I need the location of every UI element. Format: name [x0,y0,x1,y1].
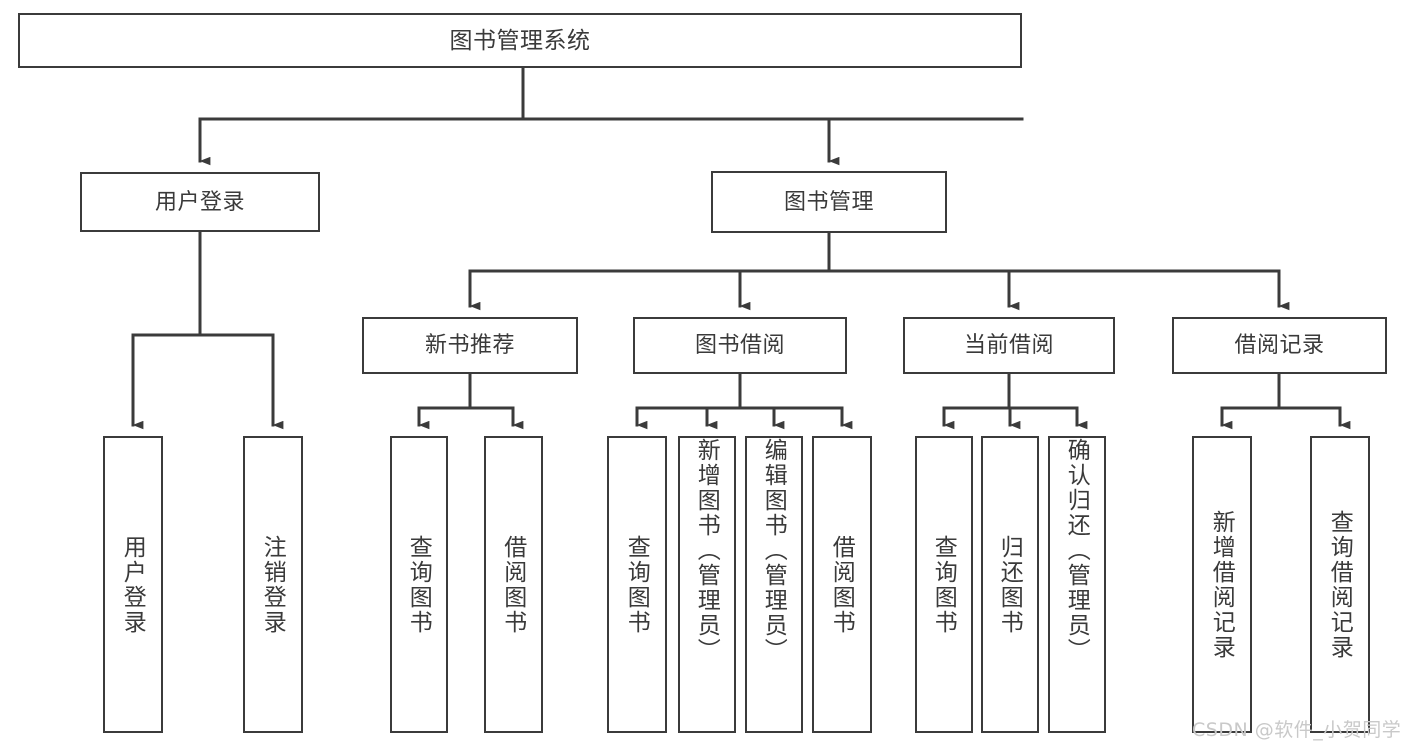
leaf-query-book-newbook[interactable]: 查询图书 [390,436,448,733]
node-user-login[interactable]: 用户登录 [80,172,320,232]
leaf-query-book-borrow[interactable]: 查询图书 [607,436,667,733]
node-book-borrow-label: 图书借阅 [694,332,785,358]
node-root-label: 图书管理系统 [449,26,591,53]
leaf-return-book[interactable]: 归还图书 [981,436,1039,733]
leaf-borrow-book-label: 借阅图书 [829,534,856,635]
leaf-query-book-borrow-label: 查询图书 [624,534,651,635]
leaf-confirm-return-admin[interactable]: 确认归还（管理员） [1048,436,1106,733]
leaf-query-borrow-record-label: 查询借阅记录 [1327,509,1354,660]
node-current-borrow[interactable]: 当前借阅 [903,317,1115,374]
leaf-borrow-book[interactable]: 借阅图书 [812,436,872,733]
leaf-query-book-current[interactable]: 查询图书 [915,436,973,733]
leaf-query-book-newbook-label: 查询图书 [406,534,433,635]
node-user-login-label: 用户登录 [154,188,245,214]
leaf-borrow-book-newbook-label: 借阅图书 [500,534,527,635]
leaf-add-borrow-record[interactable]: 新增借阅记录 [1192,436,1252,733]
leaf-add-book-admin[interactable]: 新增图书（管理员） [678,436,736,733]
leaf-edit-book-admin-label: 编辑图书（管理员） [761,438,788,663]
leaf-edit-book-admin[interactable]: 编辑图书（管理员） [745,436,803,733]
node-book-borrow[interactable]: 图书借阅 [633,317,847,374]
leaf-confirm-return-admin-label: 确认归还（管理员） [1064,438,1091,663]
node-root[interactable]: 图书管理系统 [18,13,1022,68]
node-new-book-recommend-label: 新书推荐 [424,332,515,358]
leaf-logout-label: 注销登录 [260,534,287,635]
node-new-book-recommend[interactable]: 新书推荐 [362,317,578,374]
leaf-add-borrow-record-label: 新增借阅记录 [1209,509,1236,660]
leaf-query-borrow-record[interactable]: 查询借阅记录 [1310,436,1370,733]
csdn-watermark: CSDN @软件_小贺同学 [1192,719,1402,741]
leaf-user-login-label: 用户登录 [120,534,147,635]
leaf-borrow-book-newbook[interactable]: 借阅图书 [484,436,543,733]
leaf-return-book-label: 归还图书 [997,534,1024,635]
node-current-borrow-label: 当前借阅 [963,332,1054,358]
node-book-management[interactable]: 图书管理 [711,171,947,233]
node-borrow-record-label: 借阅记录 [1234,332,1325,358]
node-book-management-label: 图书管理 [783,188,874,214]
leaf-add-book-admin-label: 新增图书（管理员） [694,438,721,663]
leaf-logout[interactable]: 注销登录 [243,436,303,733]
leaf-query-book-current-label: 查询图书 [931,534,958,635]
leaf-user-login[interactable]: 用户登录 [103,436,163,733]
node-borrow-record[interactable]: 借阅记录 [1172,317,1387,374]
